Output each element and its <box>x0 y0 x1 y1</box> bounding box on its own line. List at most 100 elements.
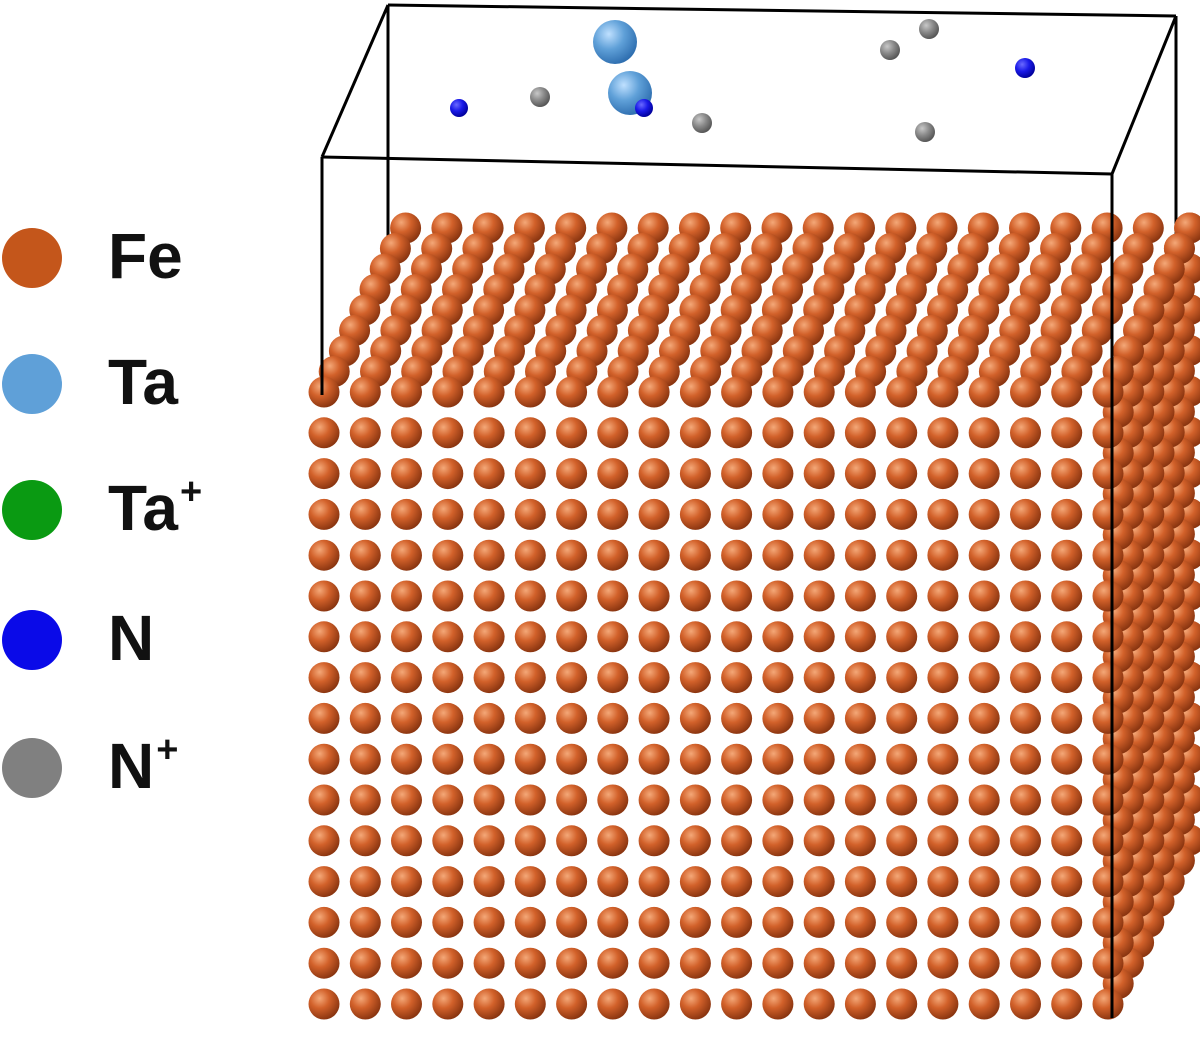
ta-ion-label: Ta+ <box>108 471 203 544</box>
fe-atom <box>514 458 546 490</box>
fe-atom <box>927 376 959 408</box>
fe-atom <box>391 621 422 653</box>
fe-atom <box>597 621 629 653</box>
fe-atom <box>1010 498 1041 530</box>
fe-atom <box>349 866 381 898</box>
fe-atom <box>597 580 629 612</box>
fe-atom <box>638 866 670 898</box>
fe-atom <box>762 662 794 694</box>
fe-atom <box>514 580 546 612</box>
fe-atom <box>1010 458 1041 490</box>
n-ion-atom <box>919 19 939 39</box>
fe-atom <box>514 702 546 734</box>
fe-atom <box>391 784 422 816</box>
fe-atom <box>927 621 959 653</box>
fe-atom <box>349 376 381 408</box>
fe-atom <box>803 866 835 898</box>
fe-atom <box>514 988 546 1020</box>
fe-atom <box>638 906 670 938</box>
fe-atom <box>432 417 464 449</box>
fe-atom <box>886 906 918 938</box>
fe-atom <box>886 988 918 1020</box>
fe-atom <box>391 988 422 1020</box>
fe-atom <box>391 580 422 612</box>
fe-atom <box>721 621 753 653</box>
fe-atom <box>679 621 711 653</box>
fe-atom <box>1092 866 1124 898</box>
fe-atom <box>473 702 505 734</box>
fe-atom <box>597 866 629 898</box>
fe-atom <box>721 498 753 530</box>
fe-atom <box>556 947 588 979</box>
fe-atom <box>1010 743 1041 775</box>
fe-atom <box>1010 662 1041 694</box>
fe-atom <box>679 906 711 938</box>
fe-atom <box>597 539 629 571</box>
fe-atom <box>556 417 588 449</box>
fe-atom <box>1010 621 1041 653</box>
fe-atom <box>721 580 753 612</box>
fe-atom <box>844 906 876 938</box>
fe-atom <box>1051 743 1083 775</box>
fe-atom <box>1010 825 1041 857</box>
fe-atom <box>679 417 711 449</box>
fe-atom <box>803 702 835 734</box>
fe-atom <box>844 947 876 979</box>
fe-atom <box>844 743 876 775</box>
fe-atom <box>679 702 711 734</box>
fe-atom <box>1092 702 1124 734</box>
fe-atom <box>391 906 422 938</box>
legend-item-n: N <box>0 602 260 682</box>
fe-atom <box>1092 458 1124 490</box>
fe-atom <box>803 825 835 857</box>
fe-atom <box>638 376 670 408</box>
fe-atom <box>349 702 381 734</box>
fe-atom <box>803 417 835 449</box>
fe-atom <box>514 866 546 898</box>
fe-atom <box>1092 743 1124 775</box>
fe-atom <box>597 743 629 775</box>
fe-substrate-front-face <box>308 376 1124 1020</box>
fe-atom <box>968 702 1000 734</box>
fe-atom <box>391 539 422 571</box>
fe-atom <box>721 906 753 938</box>
fe-atom <box>1051 988 1083 1020</box>
ta-ion-swatch <box>2 480 62 540</box>
fe-atom <box>927 417 959 449</box>
fe-atom <box>803 580 835 612</box>
fe-atom <box>514 662 546 694</box>
fe-atom <box>514 621 546 653</box>
fe-atom <box>349 458 381 490</box>
fe-atom <box>968 906 1000 938</box>
fe-atom <box>638 988 670 1020</box>
fe-atom <box>556 702 588 734</box>
fe-atom <box>638 825 670 857</box>
fe-atom <box>514 539 546 571</box>
fe-atom <box>473 784 505 816</box>
fe-atom <box>349 498 381 530</box>
fe-atom <box>514 784 546 816</box>
fe-atom <box>308 784 340 816</box>
legend-item-fe: Fe <box>0 220 260 300</box>
fe-atom <box>721 662 753 694</box>
fe-label: Fe <box>108 220 183 292</box>
fe-atom <box>473 743 505 775</box>
fe-atom <box>1010 376 1041 408</box>
fe-atom <box>1092 784 1124 816</box>
fe-atom <box>721 458 753 490</box>
fe-atom <box>473 906 505 938</box>
fe-atom <box>432 906 464 938</box>
fe-atom <box>432 702 464 734</box>
fe-atom <box>1051 417 1083 449</box>
fe-atom <box>803 498 835 530</box>
fe-atom <box>638 784 670 816</box>
fe-atom <box>432 743 464 775</box>
fe-atom <box>391 662 422 694</box>
fe-atom <box>968 743 1000 775</box>
fe-atom <box>968 621 1000 653</box>
fe-atom <box>556 784 588 816</box>
fe-atom <box>432 458 464 490</box>
fe-atom <box>721 784 753 816</box>
fe-atom <box>679 784 711 816</box>
fe-atom <box>762 376 794 408</box>
